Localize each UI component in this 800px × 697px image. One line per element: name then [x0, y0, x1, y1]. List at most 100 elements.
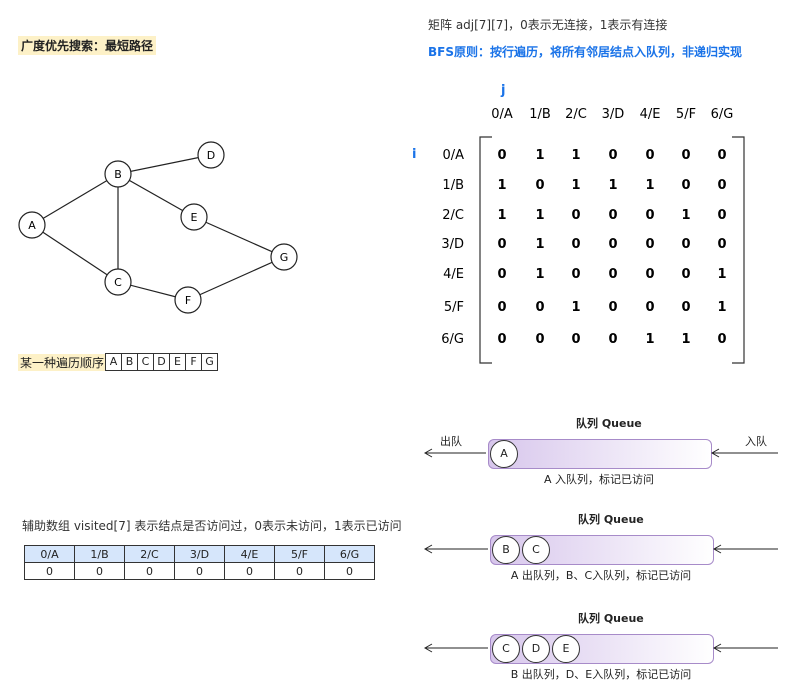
graph-node-label: E	[191, 211, 198, 224]
matrix-cell: 0	[645, 267, 654, 282]
matrix-right-bracket	[732, 136, 745, 364]
graph-edge-B-E	[117, 173, 195, 218]
matrix-row-header: 4/E	[443, 267, 464, 282]
graph-node-A: A	[18, 211, 46, 239]
bfs-principle: BFS原则：按行遍历，将所有邻居结点入队列，非递归实现	[428, 45, 742, 59]
col-axis-label: j	[500, 83, 505, 98]
graph-node-circle	[180, 203, 208, 231]
visited-header-cell: 5/F	[274, 545, 325, 563]
queue-caption: A 出队列，B、C入队列，标记已访问	[510, 569, 692, 582]
graph-node-label: G	[280, 251, 289, 264]
matrix-cell: 0	[681, 267, 690, 282]
matrix-cell: 0	[608, 148, 617, 163]
matrix-cell: 1	[717, 267, 726, 282]
traversal-cell: E	[170, 354, 186, 370]
graph-diagram: A B C D E F G	[18, 141, 298, 314]
visited-value-cell: 0	[24, 562, 75, 580]
queue-caption: B 出队列，D、E入队列，标记已访问	[510, 668, 692, 681]
matrix-col-header: 0/A	[491, 107, 513, 122]
graph-node-circle	[270, 243, 298, 271]
graph-node-circle	[104, 268, 132, 296]
queue-item: D	[522, 635, 550, 663]
matrix-cell: 0	[608, 208, 617, 223]
traversal-cell: G	[205, 355, 214, 368]
graph-edge-B-D	[117, 154, 212, 175]
graph-node-circle	[197, 141, 225, 169]
queue-arrows	[423, 544, 778, 554]
graph-edge-A-B	[31, 173, 119, 226]
graph-edge-E-G	[193, 216, 285, 258]
matrix-cell: 1	[608, 178, 617, 193]
visited-value-row: 0 0 0 0 0 0 0	[24, 562, 375, 580]
queue-bar: A	[488, 439, 712, 469]
queue-item: A	[490, 440, 518, 468]
graph-node-F: F	[174, 286, 202, 314]
matrix-cell: 1	[681, 208, 690, 223]
traversal-cell: C	[138, 354, 154, 370]
visited-table: 0/A 1/B 2/C 3/D 4/E 5/F 6/G 0 0 0 0 0 0 …	[24, 545, 375, 580]
queue-item: B	[492, 536, 520, 564]
matrix-cell: 0	[717, 332, 726, 347]
graph-node-C: C	[104, 268, 132, 296]
matrix-col-header: 4/E	[640, 107, 661, 122]
matrix-cell: 0	[645, 208, 654, 223]
matrix-row-header: 6/G	[441, 332, 464, 347]
graph-node-label: D	[207, 149, 215, 162]
visited-header-cell: 2/C	[124, 545, 175, 563]
matrix-row-header: 1/B	[442, 178, 464, 193]
matrix-cell: 1	[535, 208, 544, 223]
queue-item: E	[552, 635, 580, 663]
graph-node-G: G	[270, 243, 298, 271]
queue-item: C	[522, 536, 550, 564]
matrix-cell: 1	[535, 237, 544, 252]
matrix-cell: 0	[608, 300, 617, 315]
matrix-col-header: 6/G	[711, 107, 734, 122]
matrix-cell: 0	[571, 237, 580, 252]
graph-node-E: E	[180, 203, 208, 231]
matrix-cell: 1	[645, 178, 654, 193]
visited-description: 辅助数组 visited[7] 表示结点是否访问过，0表示未访问，1表示已访问	[22, 519, 402, 533]
matrix-cell: 0	[717, 148, 726, 163]
queue-arrows	[423, 448, 778, 458]
visited-value-cell: 0	[324, 562, 375, 580]
traversal-order: A B C D E F G	[105, 353, 218, 371]
traversal-cell: F	[186, 354, 202, 370]
matrix-cell: 1	[571, 148, 580, 163]
graph-node-label: A	[28, 219, 36, 232]
matrix-cell: 0	[535, 332, 544, 347]
graph-node-B: B	[104, 160, 132, 188]
matrix-row-header: 0/A	[442, 148, 464, 163]
matrix-col-header: 3/D	[602, 107, 625, 122]
matrix-cell: 1	[535, 267, 544, 282]
matrix-cell: 0	[608, 237, 617, 252]
matrix-row-header: 5/F	[444, 300, 464, 315]
graph-node-D: D	[197, 141, 225, 169]
row-axis-label: i	[412, 147, 416, 162]
graph-node-circle	[18, 211, 46, 239]
traversal-cell: D	[154, 354, 170, 370]
queue-caption: A 入队列，标记已访问	[543, 473, 655, 486]
visited-header-cell: 4/E	[224, 545, 275, 563]
matrix-col-header: 2/C	[565, 107, 587, 122]
graph-node-circle	[104, 160, 132, 188]
matrix-cell: 0	[497, 300, 506, 315]
enqueue-arrow	[712, 643, 778, 653]
matrix-cell: 0	[717, 237, 726, 252]
dequeue-arrow	[423, 448, 486, 458]
matrix-cell: 1	[497, 208, 506, 223]
matrix-cell: 1	[571, 178, 580, 193]
dequeue-arrow	[423, 544, 488, 554]
matrix-col-header: 5/F	[676, 107, 696, 122]
matrix-col-header: 1/B	[529, 107, 551, 122]
dequeue-label: 出队	[440, 435, 462, 448]
matrix-cell: 0	[497, 148, 506, 163]
matrix-cell: 1	[535, 148, 544, 163]
matrix-cell: 1	[681, 332, 690, 347]
traversal-cell: B	[122, 354, 138, 370]
graph-node-circle	[174, 286, 202, 314]
matrix-cell: 0	[608, 332, 617, 347]
enqueue-arrow	[710, 448, 778, 458]
matrix-cell: 0	[681, 300, 690, 315]
